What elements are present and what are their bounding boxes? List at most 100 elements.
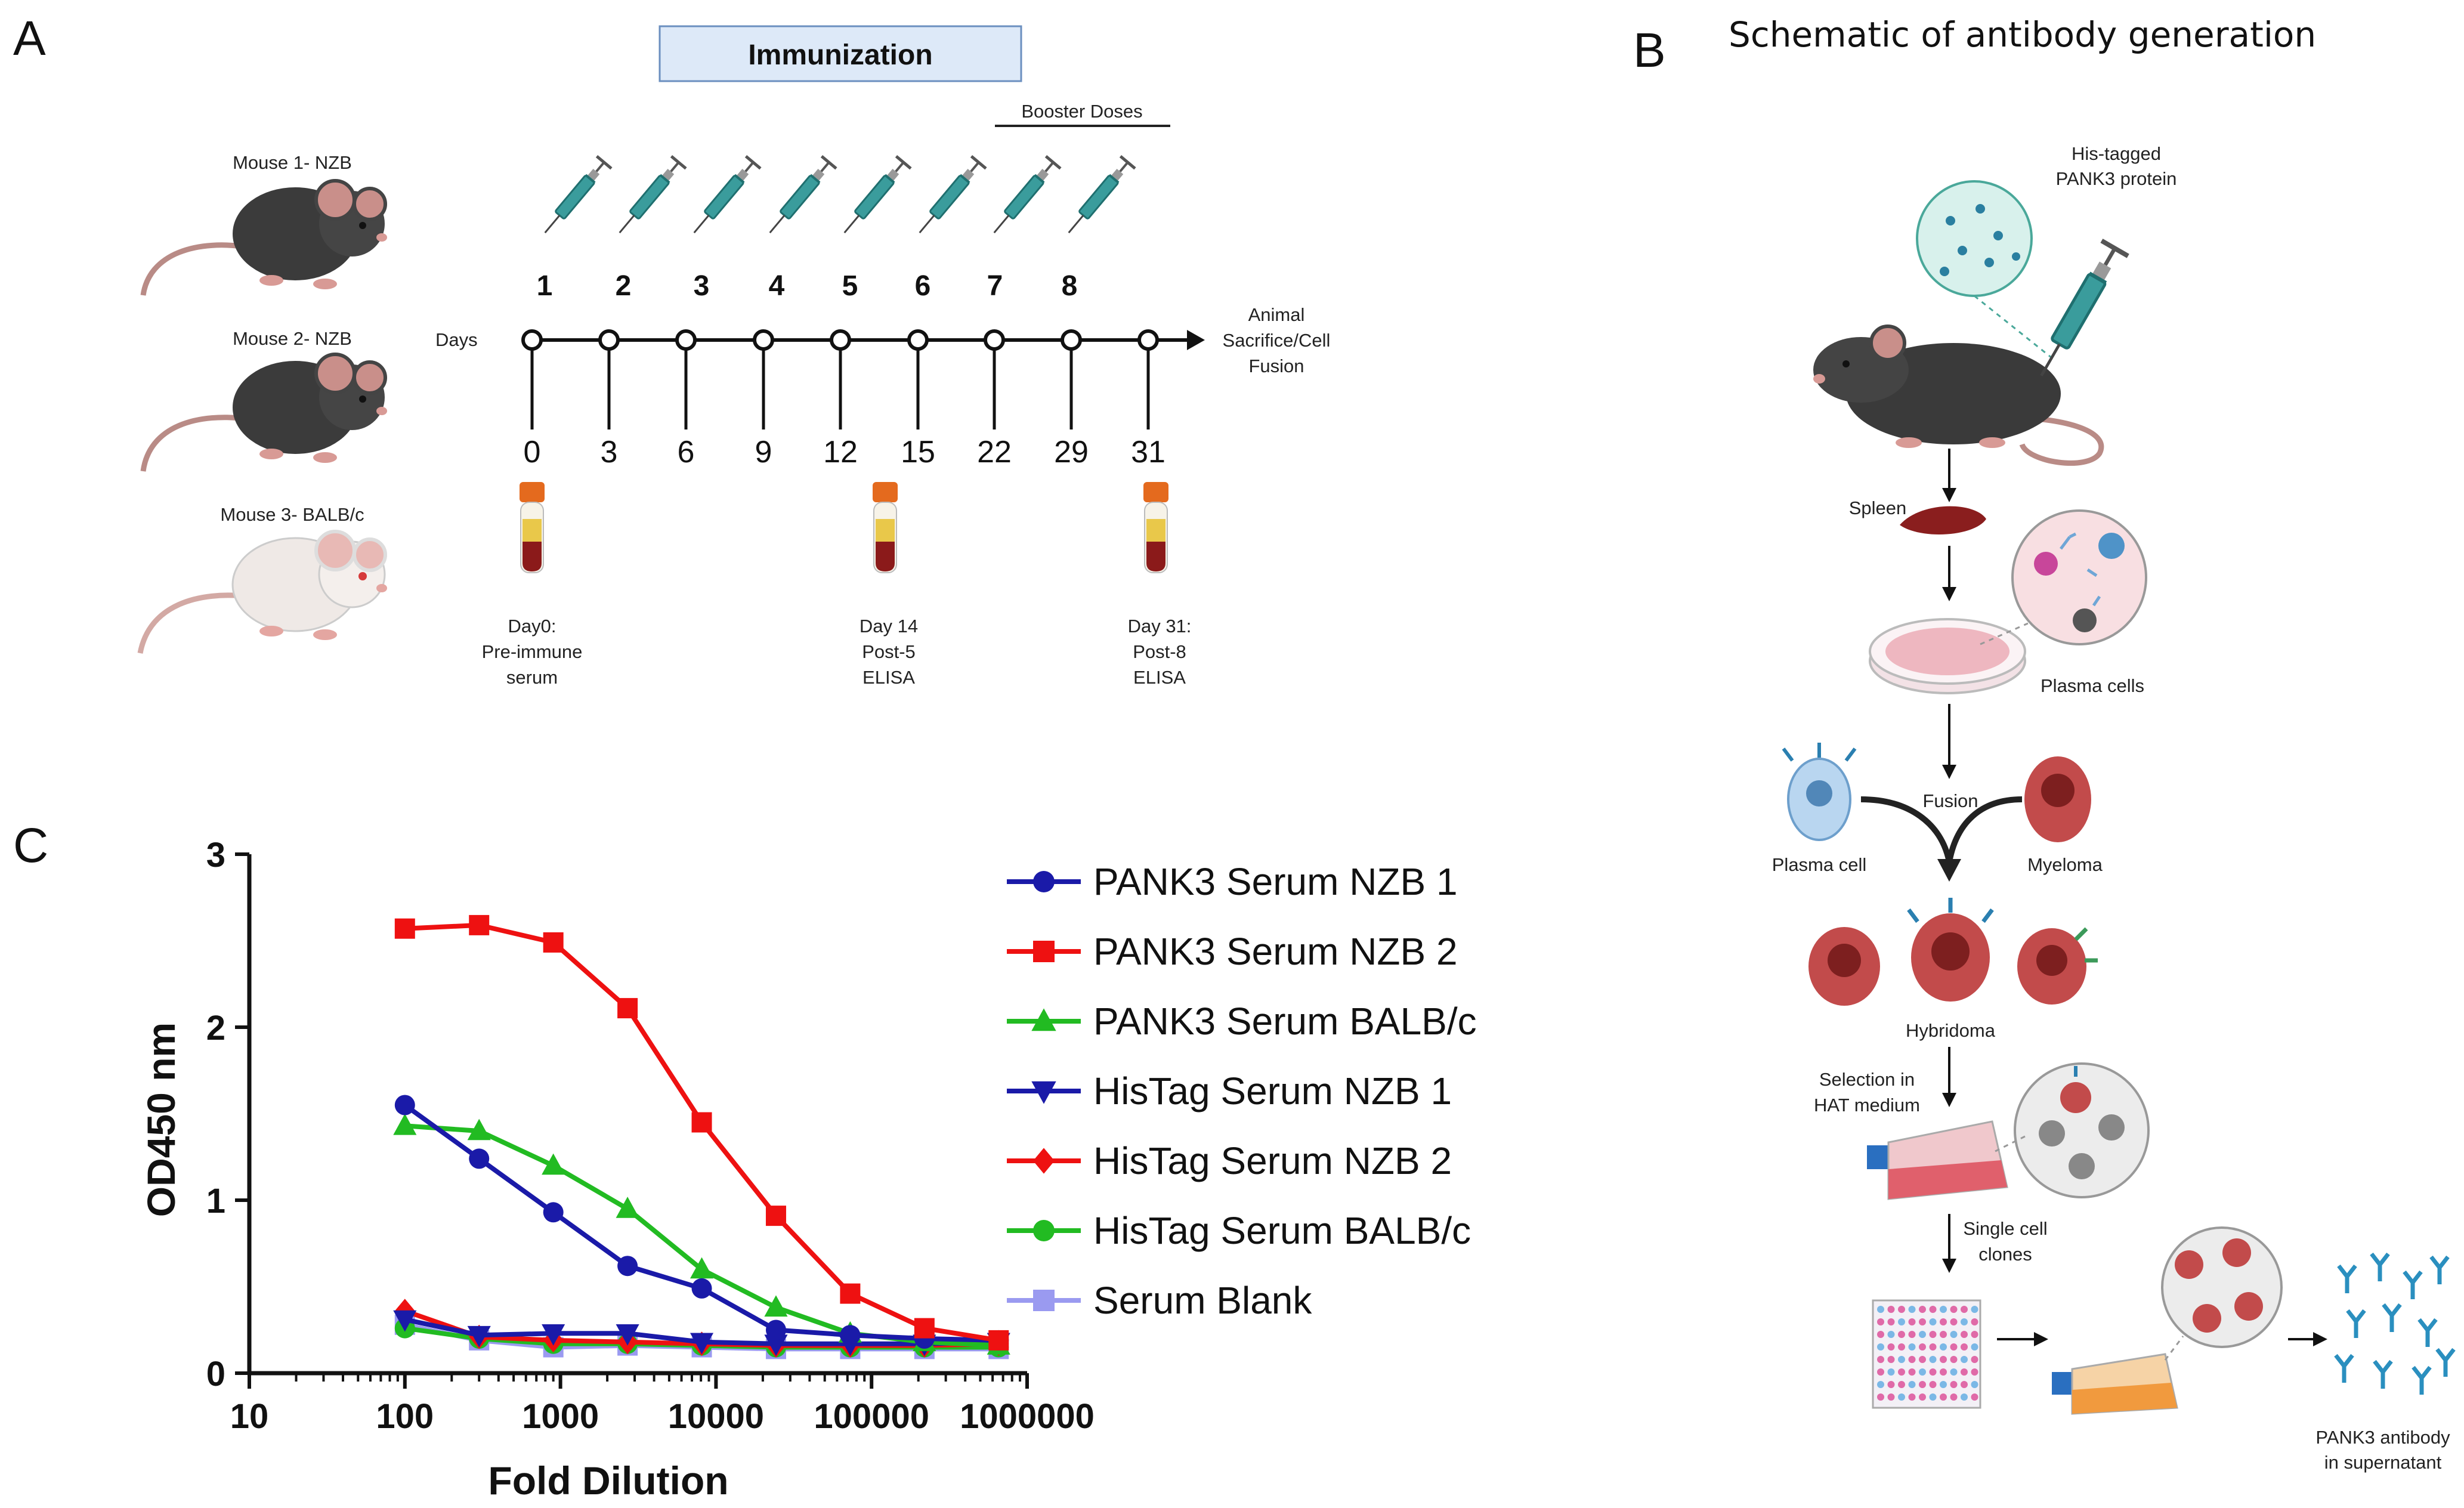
dose-numbers: 1 2 3 4 5 6 7 8: [537, 270, 1078, 302]
day-value: 29: [1054, 435, 1089, 469]
well-icon: [1961, 1393, 1968, 1401]
legend-item: Serum Blank: [1007, 1279, 1312, 1322]
well-icon: [1919, 1368, 1926, 1376]
well-icon: [1929, 1306, 1937, 1313]
well-icon: [1950, 1381, 1958, 1388]
legend-marker: [1031, 1081, 1056, 1104]
end-label-line: Animal: [1248, 304, 1305, 325]
well-icon: [1940, 1318, 1947, 1325]
well-icon: [1971, 1343, 1978, 1351]
data-point: [764, 1295, 788, 1317]
data-point: [690, 1333, 714, 1355]
petri-dish-icon: [1869, 618, 2026, 694]
antibody-label-line: in supernatant: [2324, 1452, 2442, 1473]
data-point: [616, 1324, 639, 1346]
well-icon: [1929, 1331, 1937, 1338]
data-point: [765, 1320, 786, 1340]
series-line: [404, 1123, 999, 1348]
fusion-label: Fusion: [1922, 790, 1978, 811]
well-icon: [1950, 1318, 1958, 1325]
panel-b-letter: B: [1633, 23, 1666, 78]
well-icon: [1950, 1331, 1958, 1338]
well-icon: [1961, 1381, 1968, 1388]
dose-number: 5: [842, 270, 858, 302]
data-point: [617, 998, 638, 1019]
data-point: [393, 1310, 417, 1332]
well-icon: [1898, 1381, 1905, 1388]
bleed-line: Post-5: [862, 641, 916, 662]
end-label-line: Sacrifice/Cell: [1223, 330, 1331, 351]
well-icon: [1898, 1331, 1905, 1338]
clones-label-line: Single cell: [1963, 1218, 2047, 1239]
syringe-icon: [837, 156, 911, 239]
data-point: [542, 1153, 565, 1175]
dose-number: 1: [537, 270, 553, 302]
well-icon: [1877, 1306, 1884, 1313]
data-point: [840, 1325, 861, 1346]
immunization-label: Immunization: [748, 39, 932, 71]
day-value: 22: [977, 435, 1012, 469]
day-value: 9: [755, 435, 772, 469]
well-icon: [1961, 1368, 1968, 1376]
well-icon: [1950, 1356, 1958, 1363]
mouse-1-label: Mouse 1- NZB: [233, 152, 352, 173]
well-icon: [1898, 1343, 1905, 1351]
legend-label: HisTag Serum NZB 2: [1093, 1139, 1452, 1182]
booster-label: Booster Doses: [1021, 101, 1142, 122]
x-tick-label: 1000: [522, 1397, 599, 1436]
legend-label: HisTag Serum NZB 1: [1093, 1070, 1452, 1113]
bleed-line: serum: [506, 667, 558, 688]
bleed-line: Day0:: [508, 616, 557, 636]
well-icon: [1950, 1343, 1958, 1351]
legend-label: HisTag Serum BALB/c: [1093, 1209, 1471, 1252]
x-tick-label: 10000: [668, 1397, 764, 1436]
well-icon: [1887, 1381, 1895, 1388]
protein-circle-icon: [1916, 180, 2033, 297]
antibody-icon: [2346, 1309, 2366, 1338]
fusion-arrow: [1860, 796, 1952, 863]
well-icon: [1940, 1331, 1947, 1338]
panel-b-title: Schematic of antibody generation: [1729, 14, 2316, 55]
legend-item: PANK3 Serum NZB 2: [1007, 930, 1458, 973]
y-tick-label: 0: [206, 1355, 225, 1393]
plasma-zoom-cells: [2034, 532, 2125, 632]
well-icon: [1877, 1331, 1884, 1338]
data-point: [394, 918, 415, 939]
data-point: [469, 1148, 490, 1169]
legend-marker: [1033, 941, 1055, 962]
legend-item: PANK3 Serum NZB 1: [1007, 860, 1458, 903]
well-icon: [1971, 1368, 1978, 1376]
injection-syringe-icon: [2028, 241, 2128, 384]
day-value: 6: [678, 435, 695, 469]
well-icon: [1919, 1318, 1926, 1325]
well-icon: [1919, 1343, 1926, 1351]
dose-number: 2: [616, 270, 632, 302]
legend-marker: [1033, 1290, 1055, 1311]
well-icon: [1950, 1368, 1958, 1376]
well-icon: [1887, 1356, 1895, 1363]
syringe-icon: [987, 156, 1061, 239]
well-icon: [1908, 1306, 1916, 1313]
antibody-icon: [2373, 1359, 2393, 1389]
legend-item: HisTag Serum BALB/c: [1007, 1209, 1471, 1252]
well-icon: [1940, 1381, 1947, 1388]
flow-arrow-head-icon: [1942, 1093, 1956, 1107]
antibody-icons: [2334, 1252, 2456, 1395]
selection-label-line: Selection in: [1819, 1069, 1915, 1090]
antibody-icon: [2429, 1255, 2450, 1284]
mouse-1-icon: [140, 179, 387, 296]
well-icon: [1887, 1331, 1895, 1338]
well-icon: [1908, 1331, 1916, 1338]
well-icon: [1887, 1343, 1895, 1351]
plasma-cell-label: Plasma cell: [1772, 854, 1867, 875]
flow-arrow-head-icon: [2034, 1332, 2048, 1346]
well-icon: [1877, 1318, 1884, 1325]
legend-marker: [1031, 1008, 1056, 1031]
bleed-line: Day 31:: [1128, 616, 1192, 636]
well-icon: [1971, 1306, 1978, 1313]
dose-number: 4: [769, 270, 785, 302]
syringe-icon: [687, 156, 760, 239]
well-icon: [1929, 1393, 1937, 1401]
